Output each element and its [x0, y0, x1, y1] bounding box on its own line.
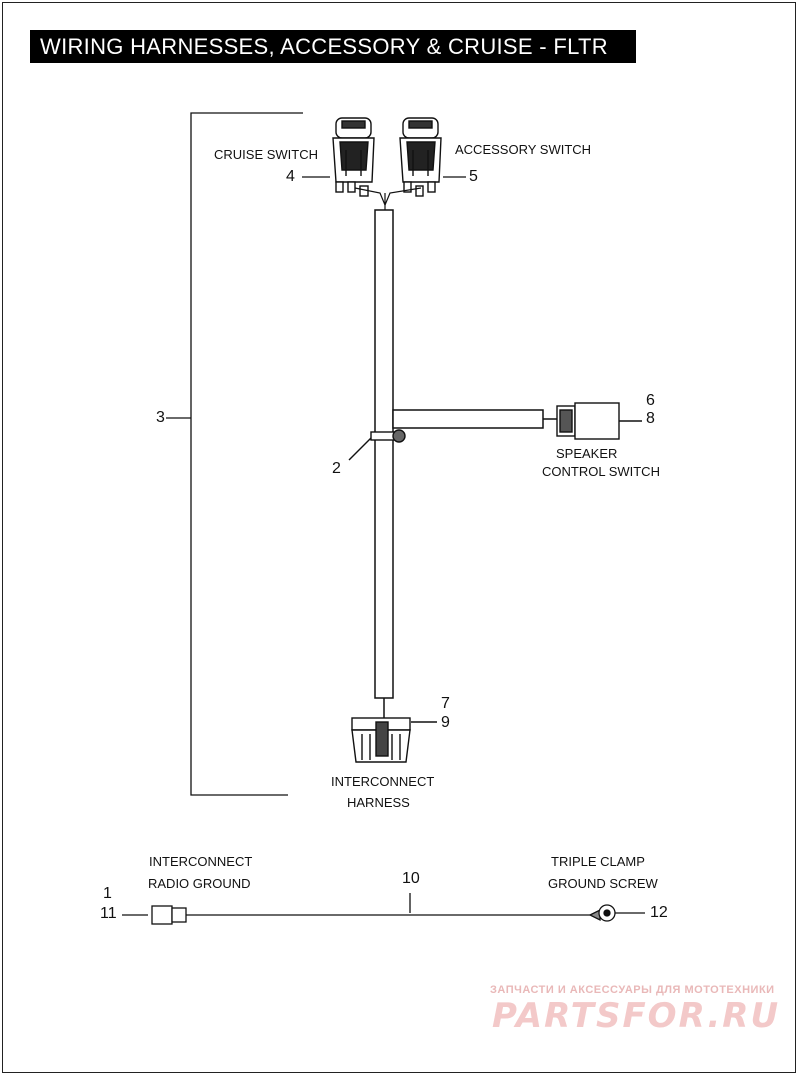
callout-7: 7 — [441, 695, 450, 712]
cable-strap-icon — [348, 429, 406, 461]
callout-9: 9 — [441, 714, 450, 731]
watermark-logo: PARTSFOR.RU — [492, 996, 781, 1036]
ground-wire — [122, 893, 645, 925]
title-bar: WIRING HARNESSES, ACCESSORY & CRUISE - F… — [30, 30, 636, 63]
watermark-tagline: ЗАПЧАСТИ И АКСЕССУАРЫ ДЛЯ МОТОТЕХНИКИ — [490, 984, 775, 996]
callout-10: 10 — [402, 870, 420, 887]
harness-bracket — [166, 112, 303, 796]
callout-6: 6 — [646, 392, 655, 409]
triple-clamp-line2: GROUND SCREW — [548, 876, 658, 891]
triple-clamp-line1: TRIPLE CLAMP — [551, 854, 645, 869]
page-title: WIRING HARNESSES, ACCESSORY & CRUISE - F… — [40, 34, 608, 59]
interconnect-harness-line1: INTERCONNECT — [331, 774, 435, 789]
callout-1: 1 — [103, 885, 112, 902]
interconnect-connector-icon — [351, 717, 437, 763]
cruise-switch-label: CRUISE SWITCH — [214, 147, 318, 162]
callout-5: 5 — [469, 168, 478, 185]
callout-4: 4 — [286, 168, 295, 185]
callout-11: 11 — [100, 905, 117, 922]
radio-ground-line1: INTERCONNECT — [149, 854, 253, 869]
speaker-label-line2: CONTROL SWITCH — [542, 464, 660, 479]
speaker-label-line1: SPEAKER — [556, 446, 618, 461]
callout-2: 2 — [332, 460, 341, 477]
accessory-switch-label: ACCESSORY SWITCH — [455, 142, 592, 157]
harness-trunk — [374, 209, 557, 718]
interconnect-harness-line2: HARNESS — [347, 795, 410, 810]
radio-ground-line2: RADIO GROUND — [148, 876, 251, 891]
callout-3: 3 — [156, 409, 165, 426]
callout-8: 8 — [646, 410, 655, 427]
accessory-switch-icon — [399, 117, 442, 197]
speaker-connector-icon — [556, 402, 642, 440]
callout-12: 12 — [650, 904, 668, 921]
cruise-switch-icon — [332, 117, 375, 197]
